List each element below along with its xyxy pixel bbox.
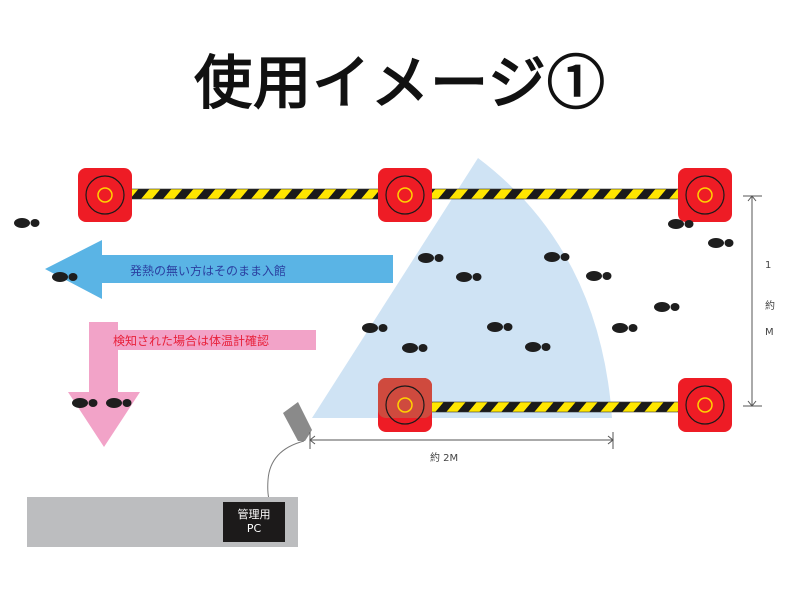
width-dimension-label: 約 2M [430, 453, 459, 464]
footprint-icon [106, 398, 132, 408]
page-title: 使用イメージ① [194, 49, 606, 117]
dimension-height [743, 195, 762, 407]
barrier-post-icon [378, 378, 432, 432]
barrier-bar-bottom [405, 401, 707, 413]
camera-cable [267, 440, 305, 503]
footprint-icon [72, 398, 98, 408]
footprint-icon [668, 219, 694, 229]
footprint-icon [654, 302, 680, 312]
detection-zone [312, 158, 612, 418]
footprint-icon [612, 323, 638, 333]
arrow-detected [68, 322, 140, 447]
footprint-icon [362, 323, 388, 333]
management-pc: 管理用 PC [223, 502, 285, 542]
footprint-icon [418, 253, 444, 263]
barrier-post-icon [378, 168, 432, 222]
footprint-icon [402, 343, 428, 353]
dimension-width [309, 432, 614, 449]
pc-label-line1: 管理用 [237, 508, 271, 521]
detected-label-bg [113, 330, 316, 350]
arrow-no-fever [45, 240, 393, 299]
detected-label: 検知された場合は体温計確認 [113, 334, 270, 348]
footprint-icon [456, 272, 482, 282]
barrier-post-icon [678, 378, 732, 432]
pc-label-line2: PC [246, 522, 262, 535]
height-dimension-label-2: 約 [765, 301, 775, 312]
footprint-icon [525, 342, 551, 352]
footprint-icon [708, 238, 734, 248]
no-fever-label: 発熱の無い方はそのまま入館 [130, 264, 287, 278]
barrier-post-icon [78, 168, 132, 222]
footprint-icon [52, 272, 78, 282]
footprint-icon [586, 271, 612, 281]
footprint-icon [14, 218, 40, 228]
footprint-icon [544, 252, 570, 262]
footprint-icon [487, 322, 513, 332]
height-dimension-label-3: M [765, 327, 774, 338]
thermal-camera-icon [283, 402, 312, 441]
barrier-post-icon [678, 168, 732, 222]
height-dimension-label-1: 1 [765, 260, 772, 271]
